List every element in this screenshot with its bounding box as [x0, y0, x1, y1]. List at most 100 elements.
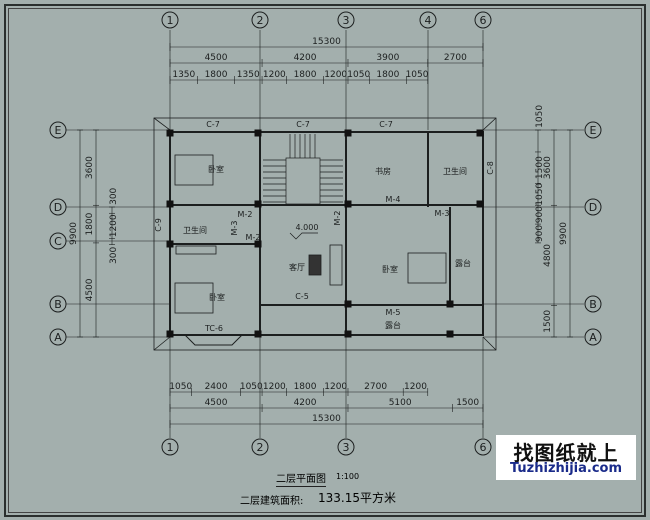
sofa-icon	[329, 244, 343, 286]
dimension-value: 15300	[312, 37, 341, 47]
columns	[166, 129, 484, 338]
column	[254, 240, 262, 248]
room-label-bedroom: 卧室	[208, 164, 224, 174]
dimension-value: 1200	[324, 382, 347, 392]
dimension-value: 1800	[85, 212, 95, 235]
axis-label: 3	[343, 441, 350, 454]
dimension-value: 1200	[109, 214, 119, 237]
dimension-value: 5100	[389, 398, 412, 408]
axis-bubble	[584, 198, 602, 216]
axis-bubble	[49, 121, 67, 139]
axis-bubble	[337, 11, 355, 29]
axis-label: 3	[343, 14, 350, 27]
dimension-value: 1800	[376, 70, 399, 80]
axis-label: B	[54, 298, 62, 311]
room-label-study: 书房	[375, 166, 391, 176]
axis-label: 6	[480, 14, 487, 27]
axis-label: E	[55, 124, 62, 137]
dimension-value: 1350	[172, 70, 195, 80]
column	[476, 129, 484, 137]
door-label: M-2	[246, 233, 261, 242]
dimension-value: 3600	[85, 156, 95, 179]
axis-bubble	[49, 198, 67, 216]
room-label-bathroom: 卫生间	[443, 166, 467, 176]
window-label: C-9	[154, 218, 163, 232]
window-label: C-7	[296, 120, 310, 129]
dimension-value: 1200	[324, 70, 347, 80]
axis-bubble	[337, 438, 355, 456]
column	[166, 240, 174, 248]
axis-bubble	[474, 11, 492, 29]
stair-well	[285, 157, 321, 205]
axis-label: 2	[257, 14, 264, 27]
column	[166, 330, 174, 338]
dimension-value: 900	[535, 225, 545, 242]
column	[344, 200, 352, 208]
window-label: C-7	[379, 120, 393, 129]
dimension-value: 1050	[535, 105, 545, 128]
area-label: 二层建筑面积:	[240, 496, 304, 507]
window-label: C-8	[486, 161, 495, 175]
dimension-lines	[77, 43, 573, 428]
column	[344, 300, 352, 308]
staircase	[263, 134, 343, 205]
dimension-value: 1200	[404, 382, 427, 392]
walls	[169, 131, 484, 336]
dimension-value: 1500	[543, 310, 553, 333]
column	[344, 330, 352, 338]
column	[166, 129, 174, 137]
bed-icon	[407, 252, 447, 284]
dimension-value: 4200	[294, 53, 317, 63]
dimension-value: 1050	[535, 183, 545, 206]
furniture	[174, 154, 447, 314]
dimension-value: 1050	[169, 382, 192, 392]
dimension-value: 1800	[294, 70, 317, 80]
dimension-value: 4200	[294, 398, 317, 408]
dimension-value: 9900	[69, 222, 79, 245]
watermark-cn: 找图纸就上	[513, 441, 619, 465]
sink-counter-icon	[175, 245, 217, 255]
column	[446, 300, 454, 308]
column	[476, 200, 484, 208]
door-label: M-3	[435, 209, 450, 218]
dimension-value: 1800	[294, 382, 317, 392]
room-label-bedroom: 卧室	[382, 264, 398, 274]
watermark: 找图纸就上 Tuzhizhijia.com	[496, 435, 636, 480]
tea-table-icon	[308, 254, 322, 276]
window-label: C-7	[206, 120, 220, 129]
dimension-value: 1050	[240, 382, 263, 392]
axis-gridlines	[66, 30, 584, 438]
elevation-mark: 4.000	[296, 223, 319, 232]
door-label: M-4	[386, 195, 401, 204]
axis-label: 1	[167, 441, 174, 454]
dimension-value: 3900	[376, 53, 399, 63]
drawing-scale: 1:100	[336, 472, 360, 481]
column	[344, 129, 352, 137]
axis-bubble	[49, 232, 67, 250]
axis-bubble	[584, 121, 602, 139]
dimension-value: 1800	[205, 70, 228, 80]
bed-icon	[174, 154, 214, 186]
axis-bubble	[584, 295, 602, 313]
dimension-value: 1500	[456, 398, 479, 408]
dimension-value: 1050	[347, 70, 370, 80]
column	[166, 200, 174, 208]
axis-label: 2	[257, 441, 264, 454]
axis-label: E	[590, 124, 597, 137]
axis-bubble	[161, 11, 179, 29]
dimension-value: 2700	[364, 382, 387, 392]
axis-label: 6	[480, 441, 487, 454]
drawing-title: 二层平面图	[276, 470, 326, 487]
room-label-living-room: 客厅	[289, 262, 305, 272]
bed-icon	[174, 282, 214, 314]
dimension-value: 15300	[312, 414, 341, 424]
elevation-symbol	[289, 232, 318, 240]
dimension-value: 300	[109, 187, 119, 204]
axis-label: D	[589, 201, 597, 214]
room-label-balcony: 露台	[455, 258, 471, 268]
watermark-en: Tuzhizhijia.com	[509, 461, 623, 476]
column	[254, 330, 262, 338]
room-label-balcony: 露台	[385, 320, 401, 330]
axis-bubble	[474, 438, 492, 456]
